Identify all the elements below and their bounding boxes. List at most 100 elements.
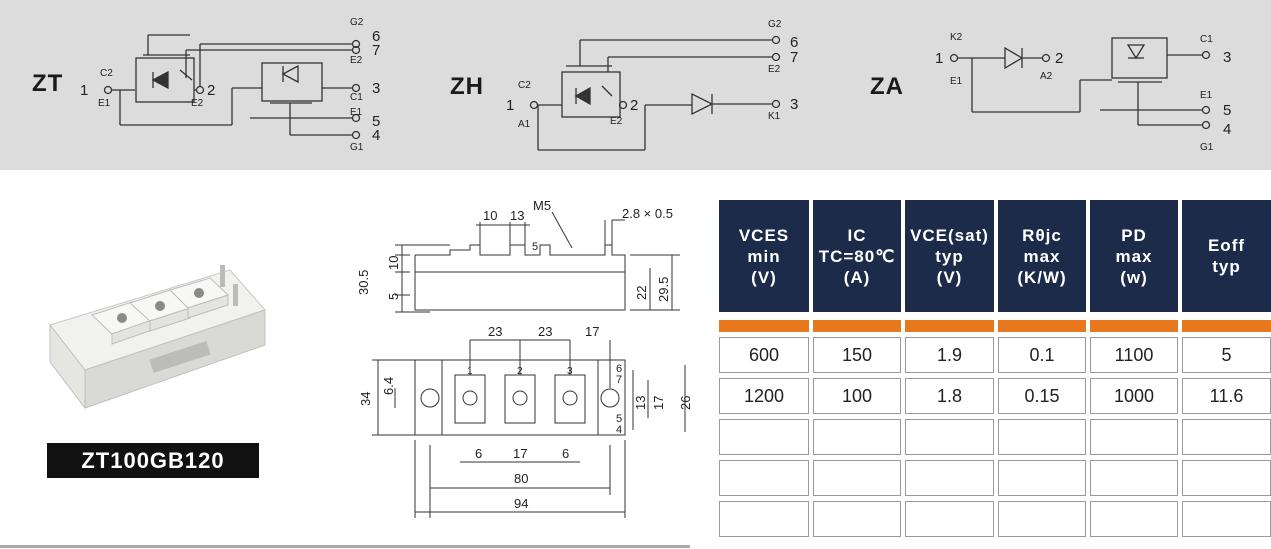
schematic-code: ZH [450,73,484,100]
terminal-label: E2 [191,98,204,109]
pin-label: 3 [790,96,798,113]
pin-label: 2 [630,97,638,114]
table-cell [998,501,1086,537]
product-photo [30,240,270,440]
table-cell: 1.8 [905,378,994,414]
dimension-label: 10 [386,256,401,270]
terminal-label: C2 [100,68,113,79]
dimension-label: 23 [538,324,552,339]
schematic-code: ZA [870,73,904,100]
terminal-label: A2 [1040,71,1053,82]
schematic-code: ZT [32,70,64,97]
schematic-za-drawing: 1 2 3 4 5 K2 E1 A2 C1 E1 G1 [935,32,1231,153]
mechanical-drawing: 10 13 M5 2.8 × 0.5 5 30.5 10 5 22 29.5 2… [350,198,695,520]
table-cell [905,460,994,496]
terminal-label: K2 [950,32,963,43]
accent-bar [905,320,994,332]
terminal-label: G2 [350,17,364,28]
dimension-label: 6 [562,446,569,461]
module-illustration [49,265,266,410]
header-pd: PD max (w) [1090,200,1178,312]
terminal-number: 2 [517,366,523,377]
terminal-number: 1 [467,366,473,377]
dimension-label: 2.8 × 0.5 [622,206,673,221]
header-rthjc: Rθjc max (K/W) [998,200,1086,312]
schematic-zt: ZT [0,0,420,170]
table-cell [905,419,994,455]
dimension-label: 34 [358,392,373,406]
table-cell [813,501,901,537]
dimension-label: 94 [514,496,528,511]
table-cell [1090,419,1178,455]
dimension-label: 22 [634,286,649,300]
dimension-label: 17 [585,324,599,339]
table-cell: 0.15 [998,378,1086,414]
terminal-label: A1 [518,119,531,130]
pin-label: 4 [1223,121,1231,138]
accent-bar [813,320,901,332]
terminal-label: E2 [610,116,623,127]
dimension-label: 80 [514,471,528,486]
dimension-label: 30.5 [356,270,371,295]
table-cell [1090,460,1178,496]
table-cell: 1200 [719,378,809,414]
header-vcesat: VCE(sat) typ (V) [905,200,994,312]
pin-label: 2 [207,82,215,99]
dimension-label: 6.4 [381,377,396,395]
terminal-label: G1 [1200,142,1214,153]
dimension-drawing: 10 13 M5 2.8 × 0.5 5 30.5 10 5 22 29.5 2… [356,198,693,518]
table-cell [998,460,1086,496]
table-cell: 150 [813,337,901,373]
header-eoff: Eoff typ [1182,200,1271,312]
accent-bar [719,320,809,332]
table-cell [813,460,901,496]
accent-bar [998,320,1086,332]
terminal-label: G1 [350,142,364,153]
table-cell: 1000 [1090,378,1178,414]
schematic-zh: ZH 1 2 3 [430,0,830,170]
dimension-label: 29.5 [656,277,671,302]
dimension-label: 17 [513,446,527,461]
pin-label: 6 [372,28,380,45]
dimension-label: 6 [475,446,482,461]
terminal-label: C2 [518,80,531,91]
terminal-label: E2 [768,64,781,75]
dimension-label: 13 [633,396,648,410]
bottom-rule [0,545,690,548]
pin-label: 3 [1223,49,1231,66]
pin-label: 1 [506,97,514,114]
table-cell [813,419,901,455]
table-cell [1090,501,1178,537]
dimension-label: M5 [533,200,551,213]
table-cell: 11.6 [1182,378,1271,414]
pin-label: 1 [935,50,943,67]
table-cell: 100 [813,378,901,414]
dimension-label: 5 [616,413,622,425]
schematic-band [0,0,1271,170]
pin-label: 1 [80,82,88,99]
accent-bar [1182,320,1271,332]
terminal-label: K1 [768,111,781,122]
header-vces: VCES min (V) [719,200,809,312]
terminal-label: G2 [768,19,782,30]
dimension-label: 13 [510,208,524,223]
table-cell: 5 [1182,337,1271,373]
schematic-za: ZA 1 2 3 4 [850,0,1271,170]
dimension-label: 10 [483,208,497,223]
pin-label: 7 [790,49,798,66]
table-cell: 600 [719,337,809,373]
pin-label: 6 [790,34,798,51]
spec-table: VCES min (V) IC TC=80℃ (A) VCE(sat) typ … [716,200,1271,545]
dimension-label: 7 [616,374,622,386]
pin-label: 3 [372,80,380,97]
pin-label: 5 [1223,102,1231,119]
table-cell [719,460,809,496]
product-model-label: ZT100GB120 [47,443,259,478]
dimension-label: 4 [616,424,622,436]
dimension-label: 5 [532,241,538,253]
table-cell [1182,460,1271,496]
terminal-label: E1 [350,107,363,118]
pin-label: 7 [372,42,380,59]
table-cell [905,501,994,537]
table-cell: 1.9 [905,337,994,373]
